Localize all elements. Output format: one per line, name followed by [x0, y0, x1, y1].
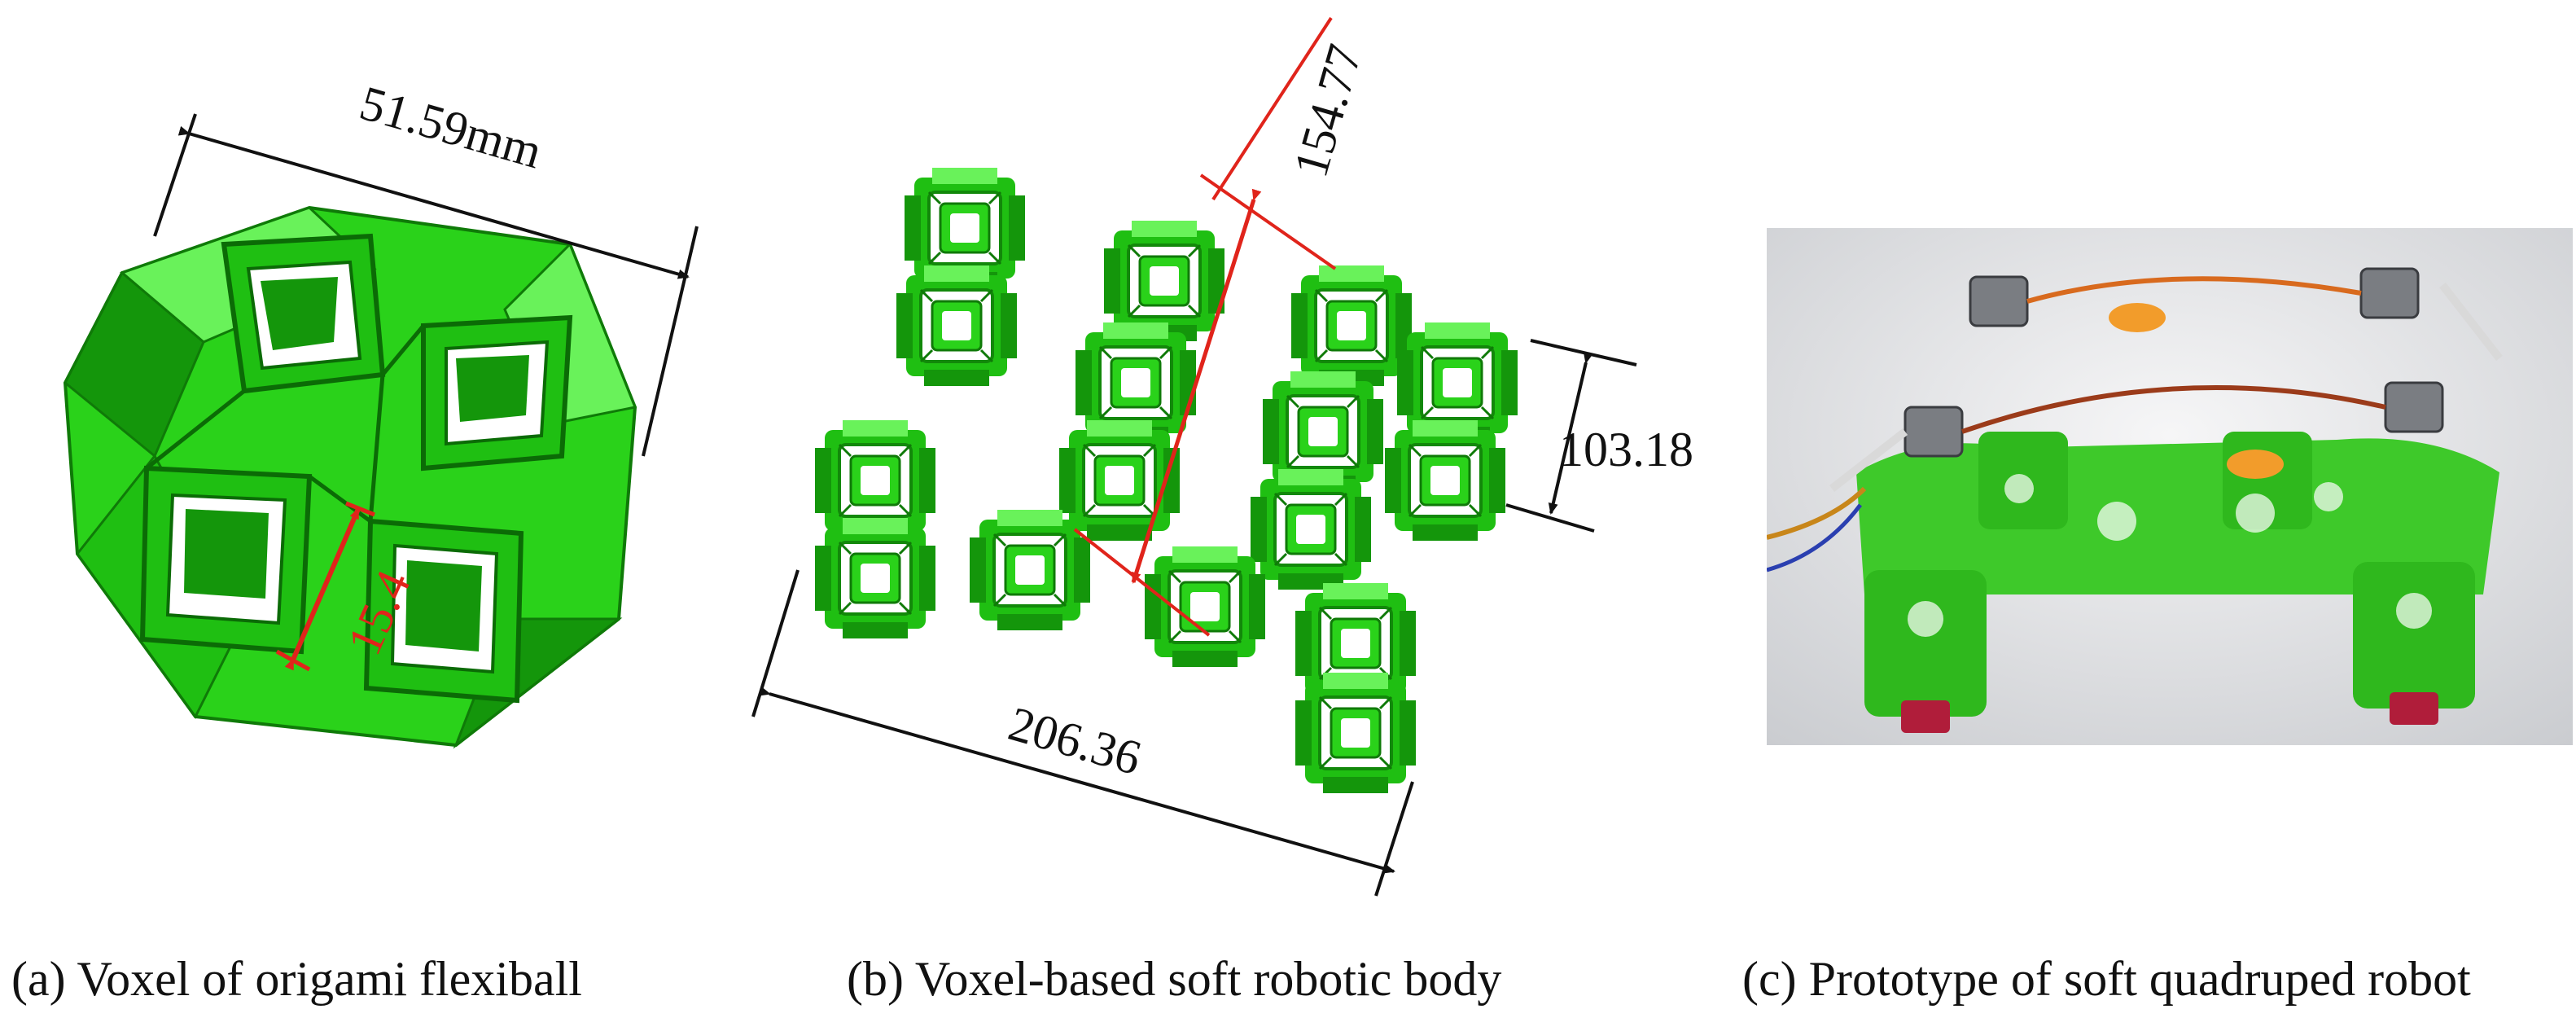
- panel-a-width-label: 51.59mm: [354, 76, 548, 178]
- panel-c-prototype-photo: [1767, 228, 2573, 745]
- panel-b-diagonal-label: 154.77: [1283, 39, 1372, 183]
- panel-a-opening-top: [221, 233, 386, 394]
- panel-b-length-label: 206.36: [1003, 696, 1147, 785]
- panel-b-diagonal-dimension: [1073, 16, 1337, 637]
- caption-panel-a: (a) Voxel of origami flexiball: [11, 952, 582, 1006]
- panel-a-opening-right: [421, 314, 573, 472]
- panel-b-height-label: 103.18: [1559, 423, 1693, 476]
- panel-a-opening-lower-right: [363, 518, 524, 704]
- panel-b-length-dimension: [751, 569, 1414, 897]
- caption-panel-b: (b) Voxel-based soft robotic body: [847, 952, 1502, 1006]
- caption-panel-c: (c) Prototype of soft quadruped robot: [1742, 952, 2471, 1006]
- panel-a-opening-lower-left: [139, 465, 313, 655]
- panel-a-flexiball-illustration: [63, 113, 699, 749]
- panel-b-height-dimension: [1505, 339, 1637, 533]
